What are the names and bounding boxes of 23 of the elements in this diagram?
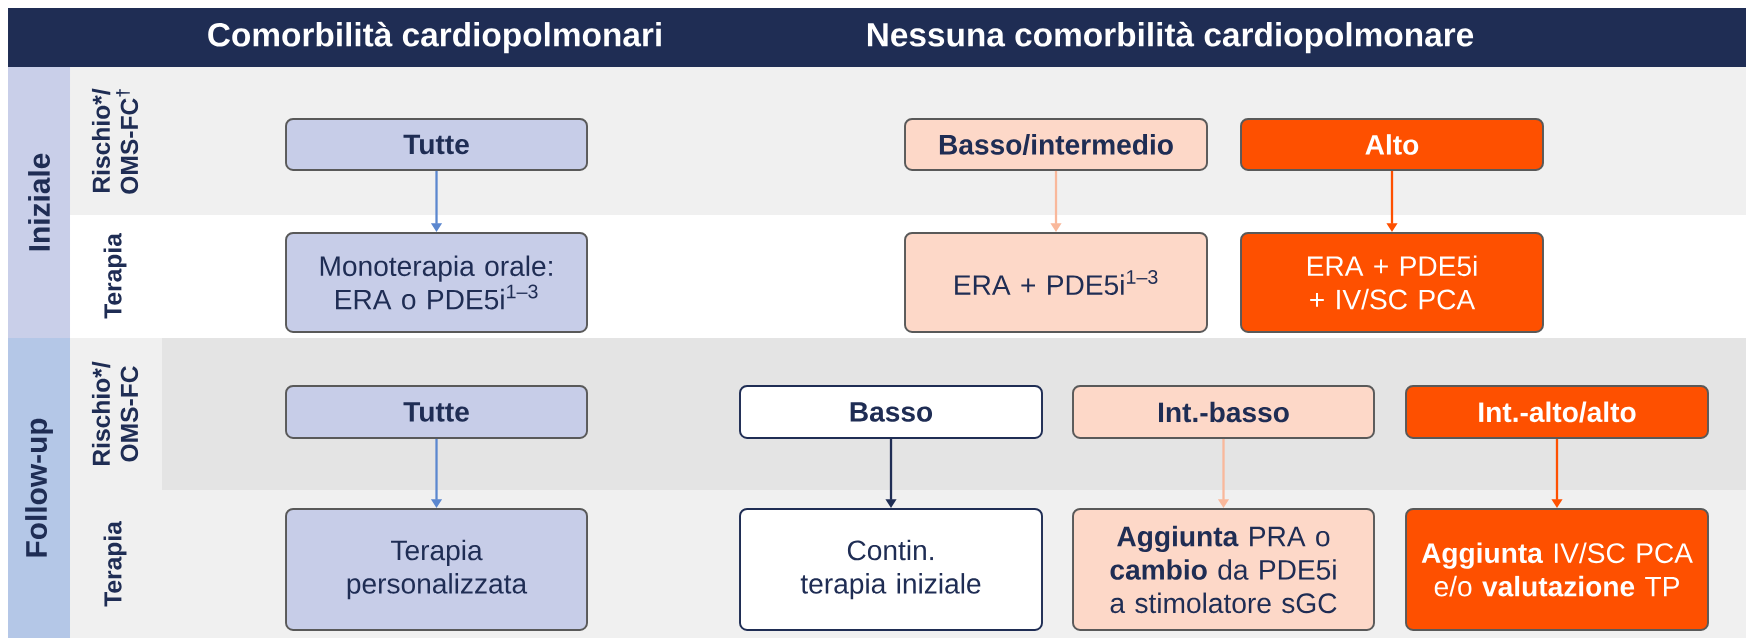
- phase-band: Follow-up: [8, 338, 70, 638]
- step-box: ERA + PDE5i$^{1–3}$: [904, 232, 1208, 333]
- step-box: Monoterapia orale: ERA o PDE5i$^{1–3}$: [285, 232, 588, 333]
- row-label: Rischio*/ OMS-FC$^{†}$: [91, 88, 139, 194]
- row-label: Rischio*/ OMS-FC: [91, 361, 139, 465]
- step-box: ERA + PDE5i + IV/SC PCA: [1240, 232, 1544, 333]
- step-box: Alto: [1240, 118, 1544, 171]
- step-box: Int.-alto/alto: [1405, 385, 1709, 439]
- column-heading: Nessuna comorbilità cardiopolmonare: [867, 21, 1474, 54]
- step-box: Terapia personalizzata: [285, 508, 588, 631]
- step-box: Aggiunta PRA o cambio da PDE5i a stimolatore sGC: [1072, 508, 1375, 631]
- step-box: Int.-basso: [1072, 385, 1375, 439]
- step-box: Tutte: [285, 118, 588, 171]
- row-label: Terapia: [103, 521, 127, 607]
- step-box: Tutte: [285, 385, 588, 439]
- step-box: Aggiunta IV/SC PCA e/o valutazione TP: [1405, 508, 1709, 631]
- phase-band: Iniziale: [8, 67, 70, 338]
- step-box: Basso: [739, 385, 1043, 439]
- step-box: Basso/intermedio: [904, 118, 1208, 171]
- column-heading: Comorbilità cardiopolmonari: [208, 21, 661, 54]
- step-box: Contin. terapia iniziale: [739, 508, 1043, 631]
- header-band: [8, 8, 1746, 67]
- row-label: Terapia: [103, 233, 127, 319]
